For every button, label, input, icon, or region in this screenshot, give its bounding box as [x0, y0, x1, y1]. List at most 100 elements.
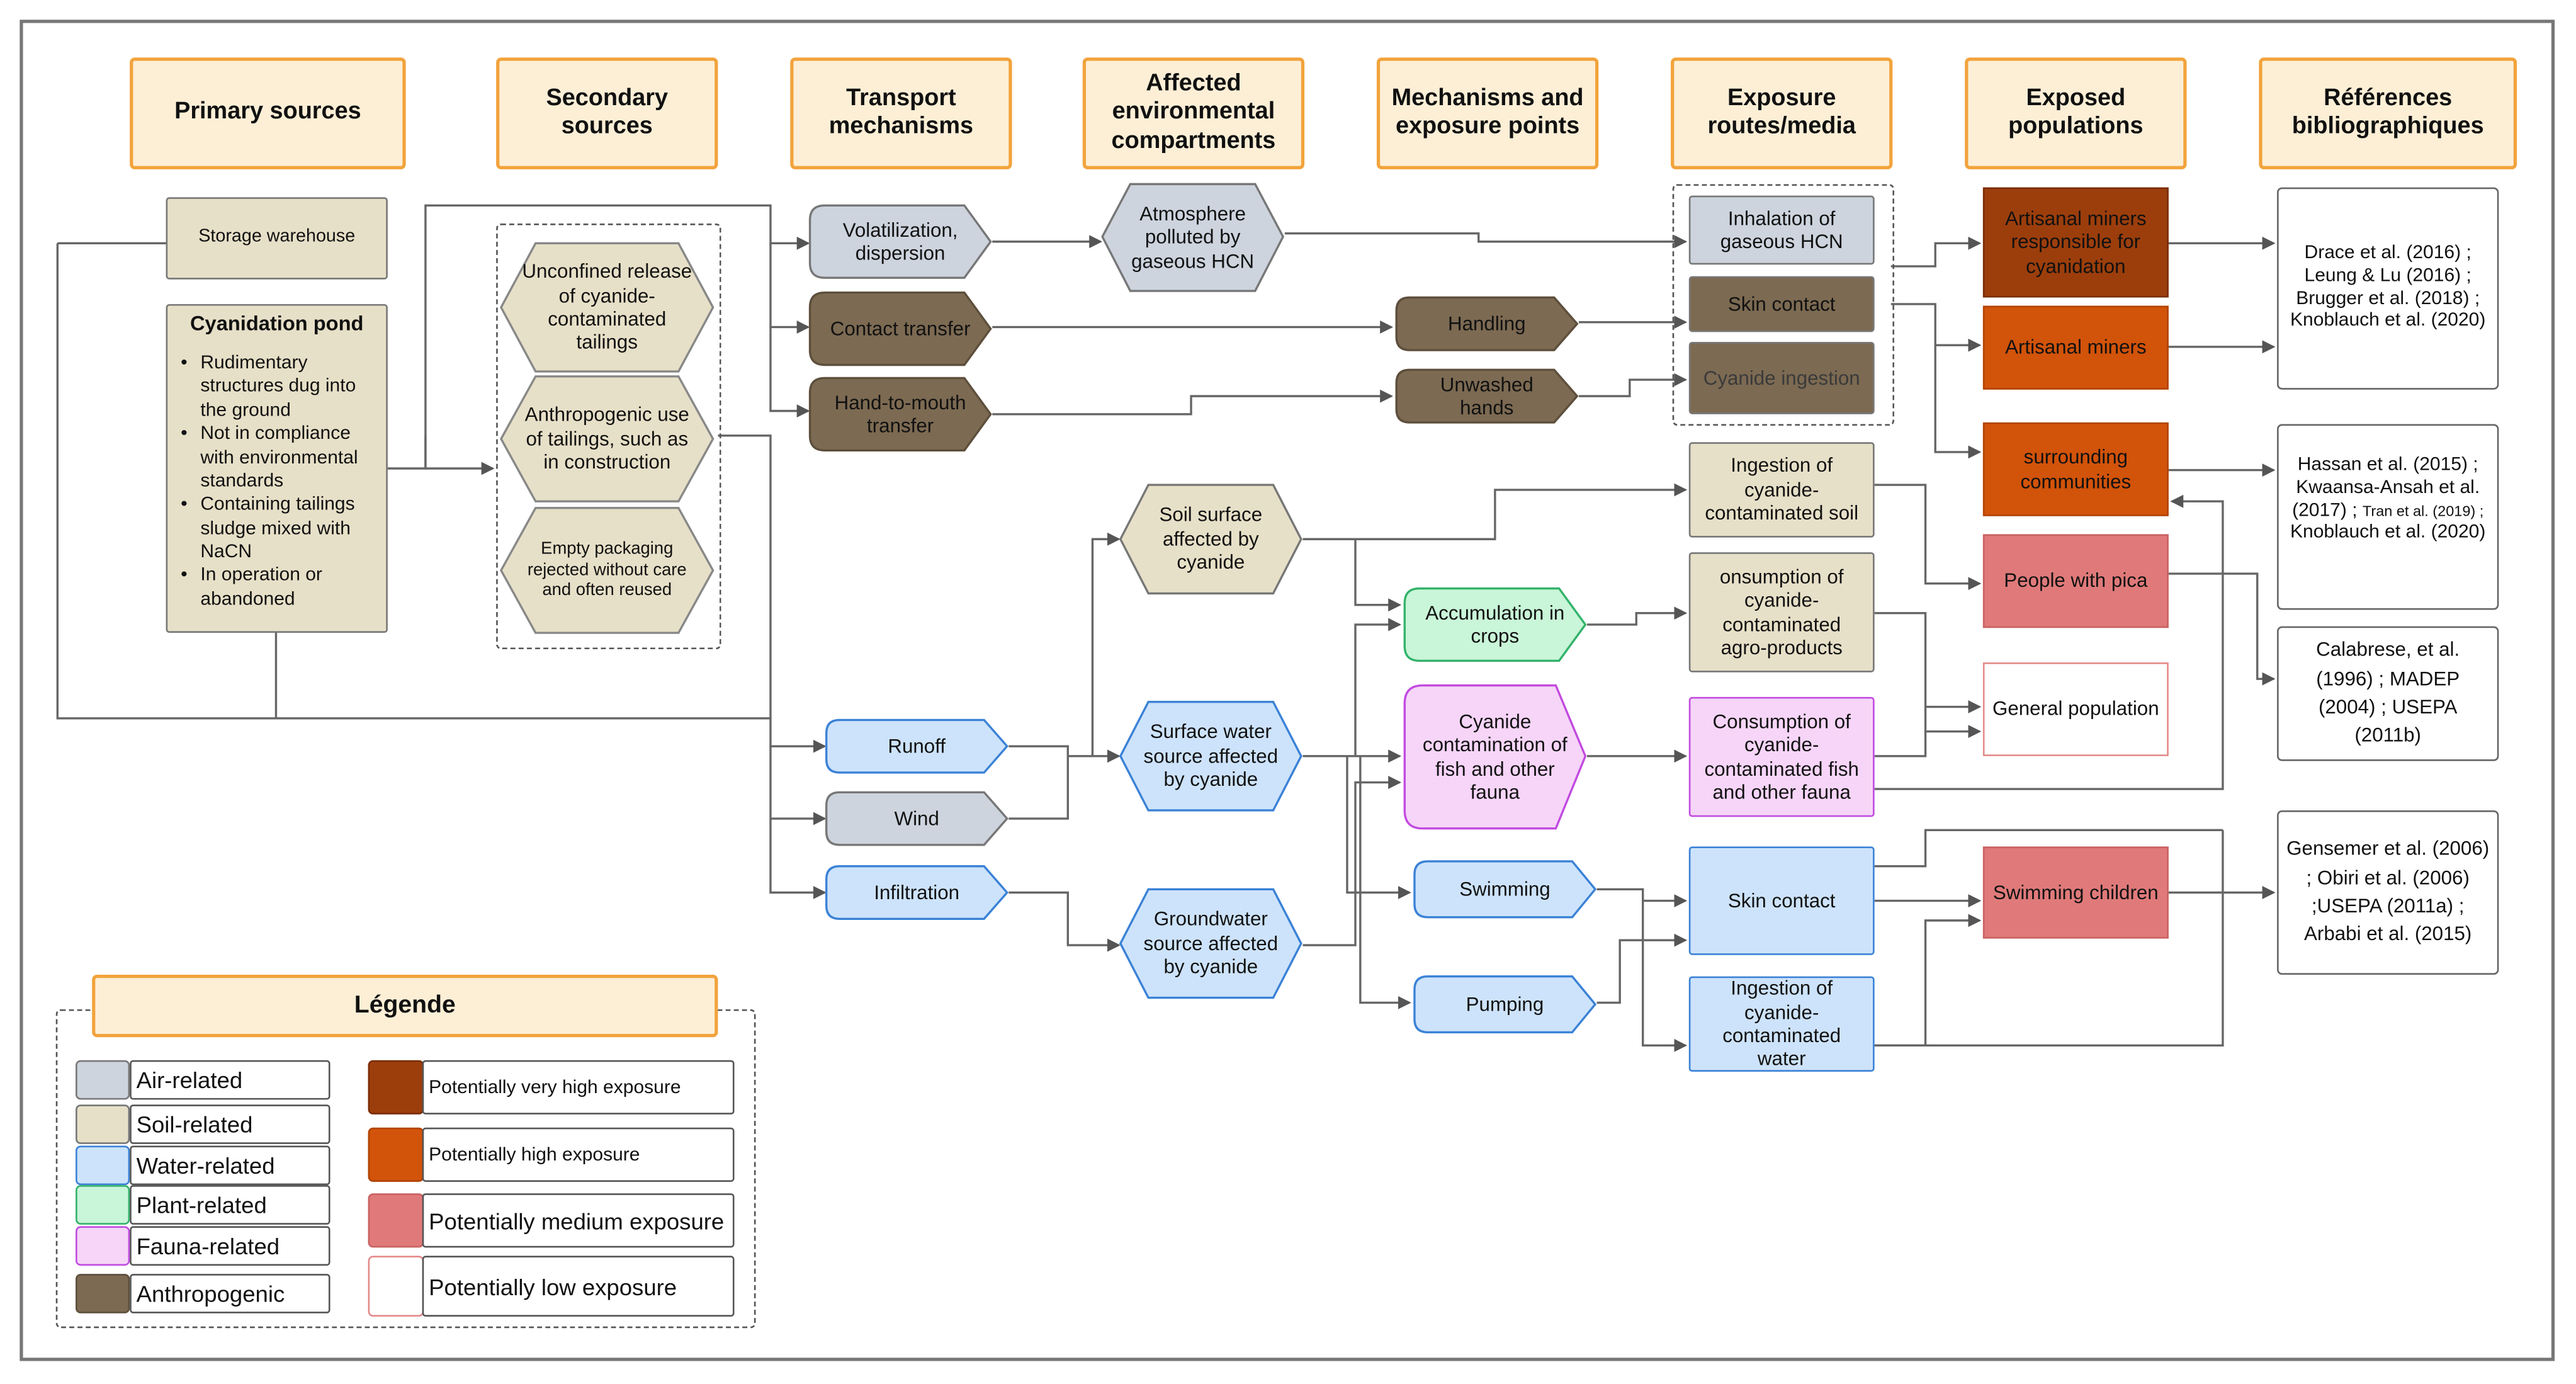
secondary-unconfined-release: Unconfined release of cyanide-contaminat… [499, 242, 715, 373]
transport-volatilization-label: Volatilization, dispersion [842, 218, 958, 265]
compartment-groundwater-label: Groundwater source affected by cyanide [1143, 908, 1279, 978]
population-artisanal-miners: Artisanal miners [1982, 305, 2169, 390]
pond-item: Rudimentary structures dug into the grou… [181, 352, 376, 423]
route-fauna-consumption: Consumption of cyanide-contaminated fish… [1688, 696, 1875, 817]
compartment-surface-water: Surface water source affected by cyanide [1119, 700, 1302, 812]
connector-6 [769, 327, 810, 418]
legend-label-air: Air-related [130, 1060, 330, 1100]
cyanidation-pond: Cyanidation pond Rudimentary structures … [166, 303, 388, 633]
reference-2-part-b: Tran et al. (2019) ; [2362, 502, 2484, 519]
connector-43 [1874, 830, 2224, 1047]
reference-box-1: Drace et al. (2016) ; Leung & Lu (2016) … [2277, 187, 2499, 390]
connector-36 [1874, 484, 1982, 591]
connector-33 [1890, 236, 1982, 268]
connector-18 [1008, 756, 1070, 820]
connector-40 [1874, 731, 1927, 757]
header-references: Références bibliographiques [2259, 57, 2517, 169]
route-skin-contact: Skin contact [1688, 276, 1875, 332]
mechanism-unwashed-label: Unwashed hands [1440, 372, 1534, 419]
connector-17 [1008, 745, 1121, 763]
reference-box-2: Hassan et al. (2015) ; Kwaansa-Ansah et … [2277, 424, 2499, 610]
route-skin-contact-water: Skin contact [1688, 846, 1875, 955]
connector-7 [274, 633, 827, 753]
connector-16 [1578, 373, 1688, 397]
connector-48 [2168, 572, 2276, 686]
connector-27 [1302, 776, 1402, 946]
connector-37 [1874, 612, 1982, 739]
compartment-groundwater: Groundwater source affected by cyanide [1119, 888, 1302, 1000]
connector-34 [1890, 303, 1982, 352]
connector-20 [1008, 891, 1121, 952]
route-cyanide-ingestion: Cyanide ingestion [1688, 341, 1875, 414]
connector-10 [769, 819, 827, 899]
legend-swatch-high [368, 1127, 424, 1182]
legend-title: Légende [92, 975, 718, 1038]
connector-5 [769, 243, 810, 334]
direct-exposure-group [1672, 184, 1894, 426]
connector-2 [387, 204, 810, 470]
mechanism-fish: Cyanide contamination of fish and other … [1403, 684, 1587, 830]
mechanism-crops: Accumulation in crops [1403, 587, 1587, 662]
secondary-empty-packaging: Empty packaging rejected without care an… [499, 506, 715, 635]
transport-hand-to-mouth: Hand-to-mouth transfer [808, 377, 992, 452]
legend-label-water: Water-related [130, 1145, 330, 1186]
secondary-packaging-label: Empty packaging rejected without care an… [527, 539, 687, 601]
legend-swatch-fauna [76, 1226, 130, 1266]
transport-wind: Wind [825, 791, 1009, 847]
reference-box-4: Gensemer et al. (2006) ; Obiri et al. (2… [2277, 810, 2499, 975]
legend-label-fauna: Fauna-related [130, 1226, 330, 1266]
connector-21 [1302, 483, 1688, 540]
population-surrounding-communities: surrounding communities [1982, 422, 2169, 516]
population-swimming-children: Swimming children [1982, 846, 2169, 939]
mechanism-crops-label: Accumulation in crops [1425, 601, 1565, 648]
mechanism-swimming: Swimming [1413, 859, 1597, 919]
legend-swatch-soil [76, 1104, 130, 1144]
header-transport-mechanisms: Transport mechanisms [790, 57, 1012, 169]
transport-hand-label: Hand-to-mouth transfer [834, 390, 966, 438]
legend-swatch-anthropogenic [76, 1274, 130, 1313]
connector-26 [1359, 756, 1411, 1009]
secondary-anthropogenic-use: Anthropogenic use of tailings, such as i… [499, 375, 715, 503]
legend-label-high: Potentially high exposure [422, 1127, 735, 1182]
mechanism-pumping: Pumping [1413, 975, 1597, 1034]
transport-infiltration-label: Infiltration [874, 880, 960, 904]
connector-44 [1874, 914, 1982, 1047]
connector-41 [1874, 829, 2223, 868]
reference-2-part-c: Knoblauch et al. (2020) [2290, 523, 2486, 543]
legend-swatch-water [76, 1145, 130, 1186]
transport-contact-label: Contact transfer [830, 317, 971, 340]
header-exposed-populations: Exposed populations [1965, 57, 2187, 169]
compartment-soil: Soil surface affected by cyanide [1119, 483, 1302, 595]
header-affected-compartments: Affected environmental compartments [1082, 57, 1305, 169]
connector-12 [1284, 232, 1688, 249]
connector-39 [1874, 494, 2224, 790]
transport-wind-label: Wind [894, 807, 939, 830]
connector-28 [1586, 606, 1688, 626]
compartment-soil-label: Soil surface affected by cyanide [1159, 503, 1263, 574]
secondary-sources-group [496, 224, 721, 650]
secondary-anthropogenic-label: Anthropogenic use of tailings, such as i… [524, 403, 689, 474]
connector-25 [1346, 756, 1411, 899]
transport-runoff-label: Runoff [888, 734, 946, 757]
header-secondary-sources: Secondary sources [496, 57, 718, 169]
mechanism-swimming-label: Swimming [1459, 877, 1551, 901]
population-pica: People with pica [1982, 534, 2169, 628]
legend-swatch-plant [76, 1185, 130, 1225]
population-general: General population [1982, 662, 2169, 756]
transport-volatilization: Volatilization, dispersion [808, 204, 992, 280]
connector-31 [1596, 933, 1688, 1004]
connector-14 [992, 389, 1394, 416]
transport-runoff: Runoff [825, 718, 1009, 774]
legend-label-very-high: Potentially very high exposure [422, 1060, 735, 1115]
mechanism-handling: Handling [1395, 296, 1579, 352]
population-miners-responsible: Artisanal miners responsible for cyanida… [1982, 187, 2169, 298]
pond-item: Containing tailings sludge mixed with Na… [181, 494, 376, 565]
legend-swatch-air [76, 1060, 130, 1100]
compartment-atmosphere-label: Atmosphere polluted by gaseous HCN [1131, 201, 1255, 273]
cyanidation-pond-title: Cyanidation pond [189, 312, 364, 336]
header-exposure-routes: Exposure routes/media [1671, 57, 1893, 169]
secondary-unconfined-label: Unconfined release of cyanide-contaminat… [522, 260, 692, 355]
legend-swatch-medium [368, 1193, 424, 1248]
legend-label-low: Potentially low exposure [422, 1256, 735, 1317]
